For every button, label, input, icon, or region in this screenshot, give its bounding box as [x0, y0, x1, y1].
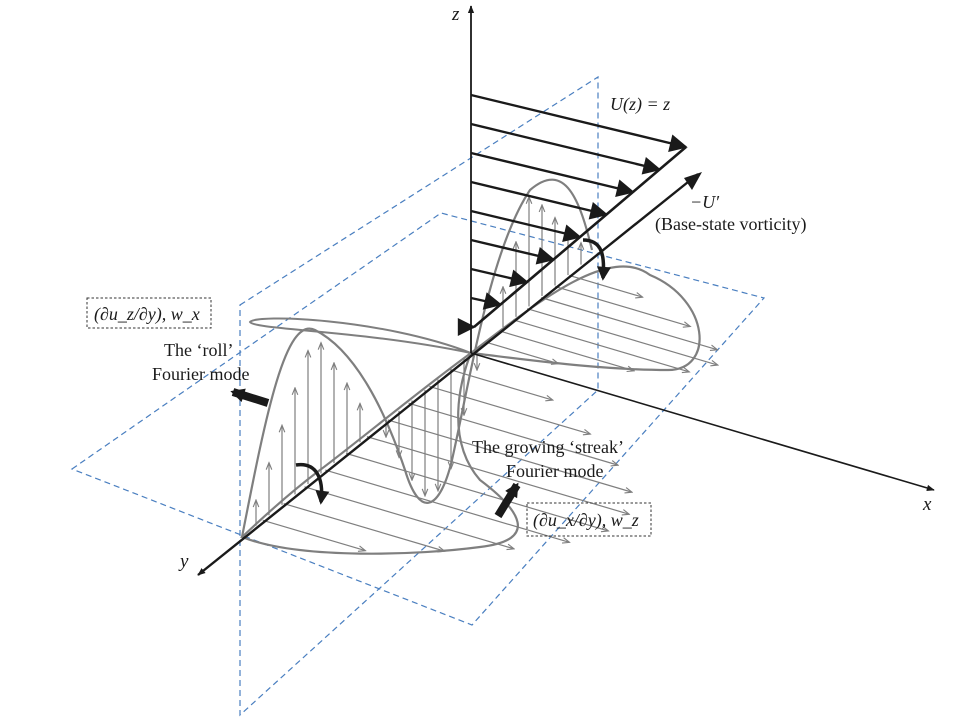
- roll-mode-arrow: [230, 388, 270, 407]
- roll-equation-box: [86, 297, 212, 329]
- streak-mode-title: The growing ‘streak’: [472, 437, 624, 457]
- streak-hatch-arrow: [408, 402, 618, 465]
- x-axis: [470, 352, 935, 492]
- profile-arrow: [470, 292, 503, 310]
- streak-hatch-arrow: [555, 285, 689, 327]
- streak-hatch-arrow: [366, 436, 629, 514]
- streak-hatch-arrow: [304, 486, 513, 549]
- streak-mode-subtitle: Fourier mode: [506, 461, 603, 481]
- roll-mode-title: The ‘roll’: [164, 340, 233, 360]
- streak-hatch-arrow: [429, 385, 589, 433]
- profile-arrow: [470, 180, 609, 220]
- curved-arrow-upper: [582, 238, 611, 281]
- streak-equation-box: [526, 502, 652, 537]
- streak-hatch: [262, 274, 717, 551]
- roll-mode-subtitle: Fourier mode: [152, 364, 249, 384]
- streak-equation: (∂u_x/∂y), w_z: [533, 510, 639, 531]
- streak-hatch-arrow: [512, 319, 689, 372]
- streak-hatch-arrow: [484, 341, 558, 364]
- profile-arrow: [470, 238, 556, 265]
- streak-hatch-arrow: [450, 369, 552, 400]
- axes: [197, 5, 935, 576]
- streak-hatch-arrow: [498, 330, 633, 371]
- base-flow-label: U(z) = z: [610, 94, 670, 115]
- streak-hatch-arrow: [325, 469, 569, 542]
- streak-hatch-arrow: [283, 502, 444, 551]
- y-axis-label: y: [178, 551, 189, 572]
- profile-arrow: [470, 122, 662, 175]
- roll-equation: (∂u_z/∂y), w_x: [94, 304, 200, 325]
- x-axis-label: x: [922, 494, 932, 515]
- curved-arrow-lower: [295, 462, 330, 505]
- streak-hatch-arrow: [387, 419, 632, 492]
- negative-shear-label: −U′: [690, 192, 720, 212]
- roll-mode-envelope: [240, 178, 594, 538]
- profile-arrow: [470, 267, 529, 288]
- profile-envelope: [473, 146, 687, 328]
- vorticity-arrow-head: [684, 172, 702, 190]
- y-axis: [197, 173, 699, 576]
- streak-mode-arrow: [494, 482, 521, 519]
- profile-arrow: [470, 209, 582, 242]
- streak-mode-envelope: [239, 265, 701, 555]
- base-flow-profile: [457, 93, 688, 336]
- horizontal-plane: [70, 212, 766, 626]
- vertical-plane: [239, 75, 599, 717]
- streak-hatch-arrow: [345, 452, 608, 530]
- streak-hatch-arrow: [569, 274, 642, 297]
- base-vorticity-label: (Base-state vorticity): [655, 214, 806, 235]
- streak-hatch-arrow: [527, 308, 717, 365]
- streak-hatch-arrow: [541, 297, 717, 350]
- profile-arrow: [470, 151, 635, 197]
- profile-arrow: [470, 93, 688, 152]
- z-axis-label: z: [451, 4, 460, 25]
- streak-hatch-arrow: [262, 519, 365, 550]
